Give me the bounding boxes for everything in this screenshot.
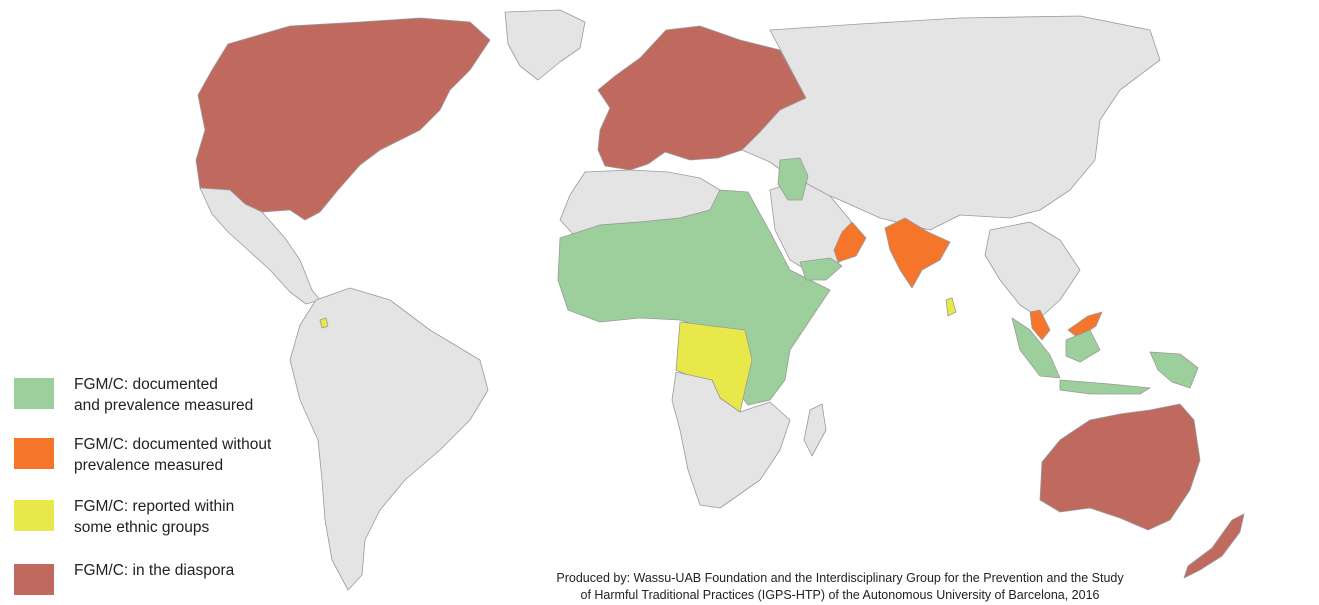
credit-line: of Harmful Traditional Practices (IGPS-H… [580, 588, 1100, 602]
legend-label-line: FGM/C: reported within [74, 498, 235, 515]
region-sri-lanka [945, 297, 957, 317]
region-southern-africa [671, 371, 791, 509]
legend-label-line: and prevalence measured [74, 397, 254, 414]
region-india [884, 217, 951, 289]
region-new-zealand [1183, 513, 1245, 579]
region-africa-documented [557, 189, 831, 406]
legend-swatch-yellow [14, 500, 54, 531]
legend-swatch-orange [14, 438, 54, 469]
region-southeast-asia [984, 221, 1081, 319]
region-australia [1039, 403, 1201, 531]
legend-label: FGM/C: in the diaspora [74, 560, 234, 581]
region-north-america [195, 17, 491, 221]
region-yemen [799, 257, 843, 281]
region-greenland [504, 9, 586, 81]
legend-label: FGM/C: documented and prevalence measure… [74, 374, 253, 416]
credit-line: Produced by: Wassu-UAB Foundation and th… [556, 571, 1124, 585]
legend-label-line: FGM/C: documented without [74, 436, 272, 453]
map-credit: Produced by: Wassu-UAB Foundation and th… [400, 570, 1280, 604]
legend-swatch-red [14, 564, 54, 595]
legend-label: FGM/C: documented without prevalence mea… [74, 434, 271, 476]
region-colombia-spot [319, 317, 329, 329]
region-indonesia [1011, 317, 1199, 395]
legend-label: FGM/C: reported within some ethnic group… [74, 496, 234, 538]
region-south-america [289, 287, 489, 591]
legend-label-line: FGM/C: documented [74, 376, 218, 393]
region-madagascar [803, 403, 827, 457]
region-russia-asia [741, 15, 1161, 231]
region-iraq [777, 157, 809, 201]
legend-label-line: prevalence measured [74, 457, 224, 474]
legend-label-line: FGM/C: in the diaspora [74, 562, 235, 579]
legend-label-line: some ethnic groups [74, 519, 210, 536]
region-oman [833, 221, 867, 263]
legend-swatch-green [14, 378, 54, 409]
